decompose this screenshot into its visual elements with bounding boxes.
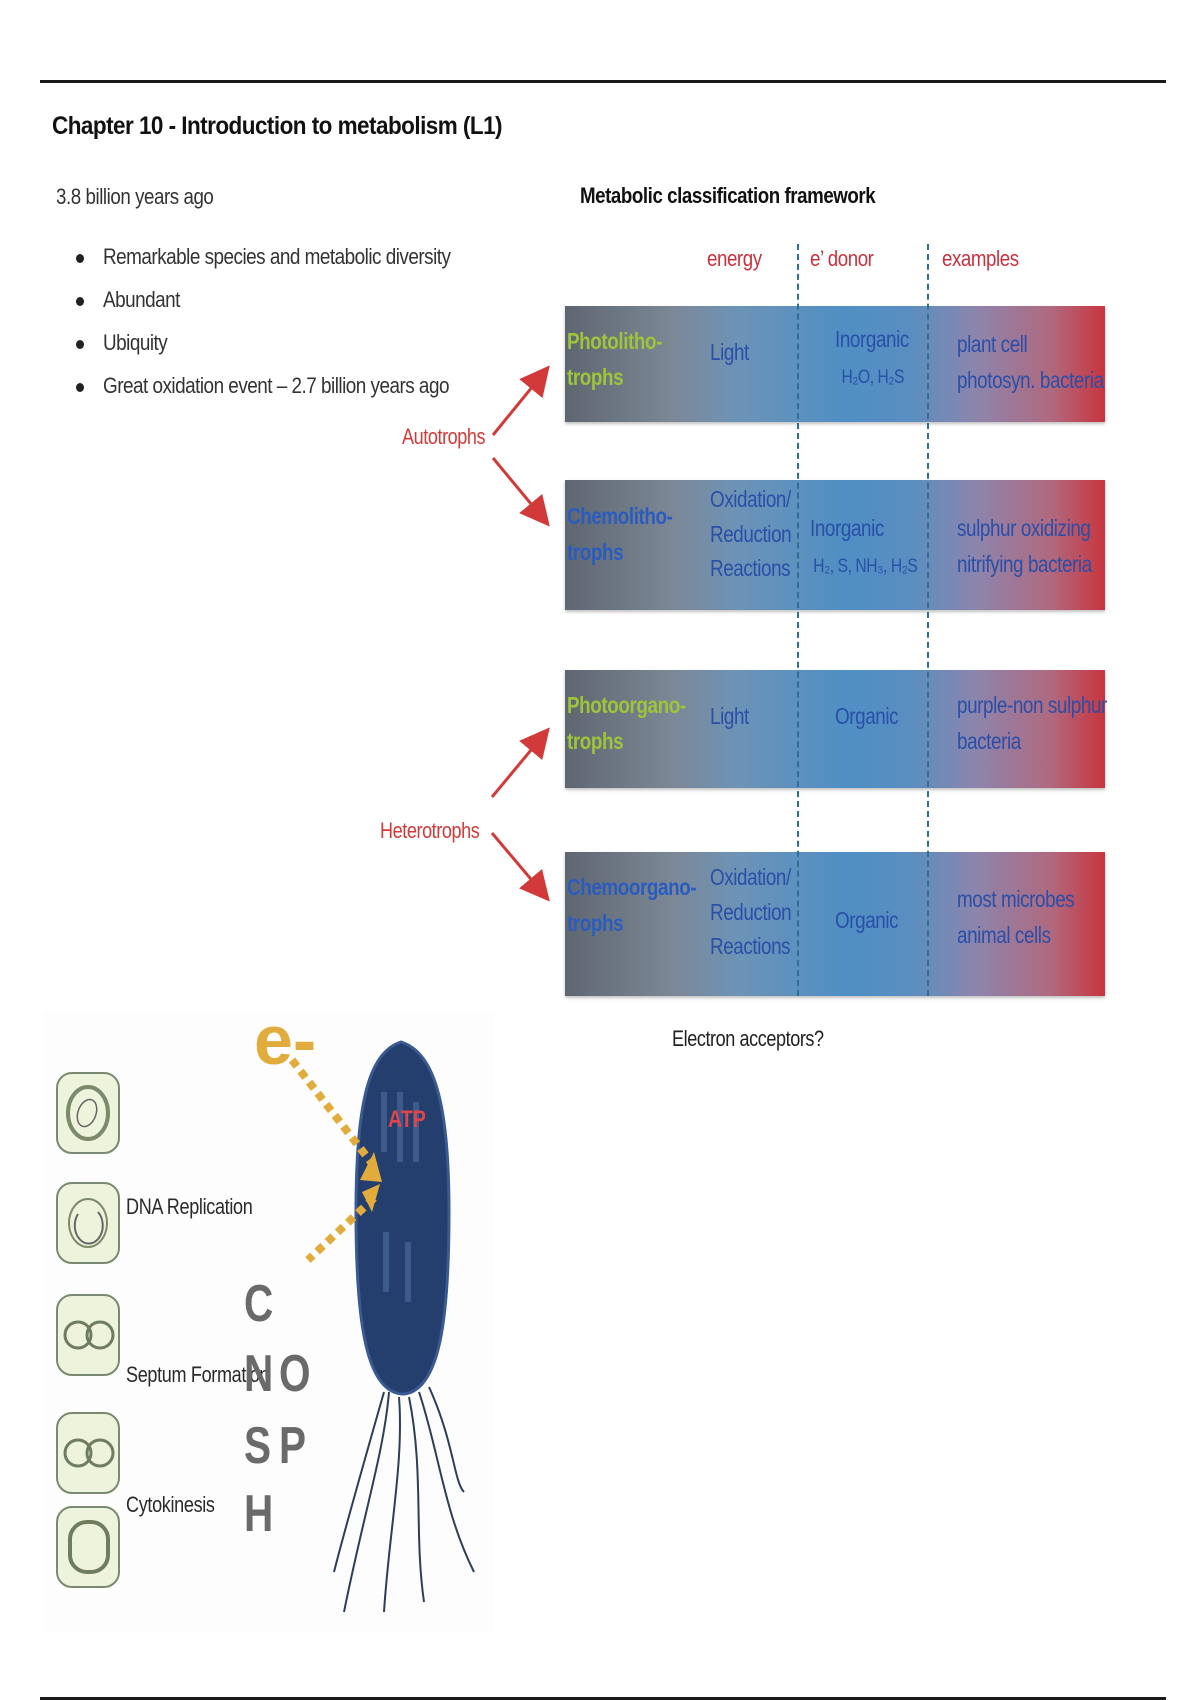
bullet-item: Ubiquity [76, 330, 507, 373]
element-letter: H [244, 1485, 274, 1543]
bullet-dot-icon [76, 254, 84, 263]
cell-stage-icon [56, 1072, 120, 1154]
element-letter: O [279, 1345, 311, 1403]
cell-stage-icon [56, 1182, 120, 1264]
stage-label: Cytokinesis [126, 1492, 215, 1517]
page-title: Chapter 10 - Introduction to metabolism … [52, 112, 503, 140]
stage-label: Septum Formation [126, 1362, 270, 1387]
autotrophs-label: Autotrophs [402, 424, 486, 449]
bullet-dot-icon [76, 383, 84, 392]
row-energy: Light [710, 339, 749, 365]
row-donor: Organic [835, 907, 899, 933]
element-letter: P [279, 1417, 307, 1475]
cell-stage-icon [56, 1412, 120, 1494]
column-header-energy: energy [707, 246, 762, 271]
cell-stage-icon [56, 1506, 120, 1588]
row-name: Chemoorgano-trophs [567, 874, 697, 936]
column-header-donor: e’ donor [810, 246, 874, 271]
bacterium-icon [288, 1040, 475, 1613]
bacterial-division-figure: DNA Replication Septum Formation Cytokin… [44, 1001, 494, 1632]
bullet-dot-icon [76, 340, 84, 349]
row-name: Photoorgano-trophs [567, 692, 686, 754]
top-rule [40, 80, 1166, 83]
cell-stage-icon [56, 1294, 120, 1376]
atp-label: ATP [388, 1106, 426, 1133]
electron-label: e- [254, 1001, 317, 1079]
electron-acceptors-question: Electron acceptors? [672, 1026, 824, 1051]
bullet-item: Abundant [76, 287, 507, 330]
bullet-dot-icon [76, 297, 84, 306]
bottom-rule [40, 1697, 1166, 1700]
element-letter: N [244, 1345, 274, 1403]
bullet-item: Great oxidation event – 2.7 billion year… [76, 373, 507, 416]
column-divider [927, 244, 929, 996]
framework-title: Metabolic classification framework [580, 183, 876, 208]
row-donor: Organic [835, 703, 899, 729]
arrow-autotroph-down [491, 457, 550, 527]
row-name: Photolitho-trophs [567, 328, 663, 390]
bullet-list: Remarkable species and metabolic diversi… [76, 244, 507, 416]
arrow-heterotroph-down [490, 832, 550, 902]
row-photoorganotrophs: Photoorgano-trophs Light Organic purple-… [565, 670, 1107, 788]
column-header-examples: examples [942, 246, 1019, 271]
column-divider [797, 244, 799, 996]
bullet-item: Remarkable species and metabolic diversi… [76, 244, 507, 287]
stage-label: DNA Replication [126, 1194, 253, 1219]
arrow-heterotroph-up [490, 727, 550, 798]
element-letter: C [244, 1275, 274, 1333]
element-letter: S [244, 1417, 272, 1475]
row-energy: Light [710, 703, 749, 729]
subtitle: 3.8 billion years ago [56, 184, 214, 209]
row-name: Chemolitho-trophs [567, 503, 673, 565]
heterotrophs-label: Heterotrophs [380, 818, 480, 843]
